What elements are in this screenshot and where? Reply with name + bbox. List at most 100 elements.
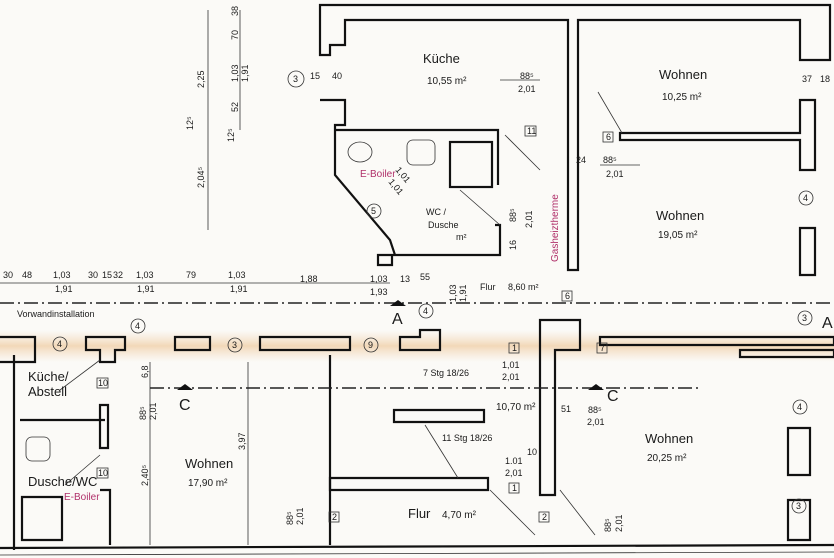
dim-text: 1.01 xyxy=(505,456,523,466)
room-kueche-abstell-line2: Abstell xyxy=(28,384,67,399)
dim-text: 1,03 xyxy=(136,270,154,280)
dimension-left-column: 38 70 1,03 1,91 2,25 52 12⁵ 12⁵ 2,04⁵ xyxy=(185,6,250,188)
circle-tag: 4 xyxy=(135,321,140,331)
section-marker-c-right: C xyxy=(607,388,619,405)
circle-tag: 3 xyxy=(796,501,801,511)
dimension-lines xyxy=(0,10,640,284)
room-flur-bottom-name: Flur xyxy=(408,506,431,521)
dim-text: 18 xyxy=(820,74,830,84)
stairs-upper-label: 7 Stg 18/26 xyxy=(423,368,469,378)
box-tag: 2 xyxy=(542,512,547,522)
room-wohnen-mid-area: 19,05 m² xyxy=(658,230,698,241)
dim-text: 13 xyxy=(400,274,410,284)
dim-text: 51 xyxy=(561,404,571,414)
dim-text: 6,8 xyxy=(140,365,150,378)
room-wc-line2: Dusche xyxy=(428,220,459,230)
room-wc-area: m² xyxy=(456,232,467,242)
dim-text: 2,25 xyxy=(196,70,206,88)
dim-text: 24 xyxy=(576,155,586,165)
dim-text: 40 xyxy=(332,71,342,81)
vorwandinstallation-label: Vorwandinstallation xyxy=(17,309,95,319)
stairs-lower-label: 11 Stg 18/26 xyxy=(442,433,492,443)
circle-tag: 3 xyxy=(232,340,237,350)
box-tags: 11 6 6 1 7 10 10 1 2 2 2 xyxy=(96,125,614,523)
dim-text: 1,91 xyxy=(240,64,250,82)
box-tag: 6 xyxy=(606,132,611,142)
circle-tag: 3 xyxy=(802,313,807,323)
dimension-stairs: 1,01 2,01 1.01 2,01 10 51 88⁵ 2,01 88⁵ 2… xyxy=(502,360,624,532)
dim-text: 38 xyxy=(230,6,240,16)
circle-tag: 3 xyxy=(293,74,298,84)
dim-text: 88⁵ xyxy=(603,155,617,165)
box-tag: 2 xyxy=(332,512,337,522)
box-tag: 6 xyxy=(565,291,570,301)
dim-text: 1,03 xyxy=(448,284,458,302)
circle-tag: 9 xyxy=(368,340,373,350)
dimension-flur: 1,03 1,91 xyxy=(448,284,468,302)
dim-text: 2,40⁵ xyxy=(140,464,150,486)
dim-text: 1,03 xyxy=(228,270,246,280)
dim-text: 3,97 xyxy=(237,432,247,450)
room-wohnen-bottom-right-area: 20,25 m² xyxy=(647,453,687,464)
dim-text: 1,03 xyxy=(230,64,240,82)
dim-text: 79 xyxy=(186,270,196,280)
dim-text: 48 xyxy=(22,270,32,280)
dim-text: 2,01 xyxy=(505,468,523,478)
dim-text: 2,01 xyxy=(524,210,534,228)
dim-text: 1,91 xyxy=(55,284,73,294)
dim-text: 10 xyxy=(527,447,537,457)
room-kueche-name: Küche xyxy=(423,51,460,66)
dim-text: 2,01 xyxy=(148,402,158,420)
circle-tag: 4 xyxy=(423,306,428,316)
dim-text: 52 xyxy=(230,102,240,112)
room-wohnen-top-name: Wohnen xyxy=(659,67,707,82)
room-stair-hall-area: 10,70 m² xyxy=(496,402,536,413)
section-marker-a-right: A xyxy=(822,315,833,332)
room-kueche-abstell-line1: Küche/ xyxy=(28,369,69,384)
dim-text: 2,04⁵ xyxy=(196,166,206,188)
lower-walls xyxy=(0,318,834,556)
circle-tag: 4 xyxy=(57,339,62,349)
circle-tag: 4 xyxy=(803,193,808,203)
section-marker-a-left: A xyxy=(392,311,403,328)
dim-text: 55 xyxy=(420,272,430,282)
dim-text: 70 xyxy=(230,30,240,40)
room-wc-line1: WC / xyxy=(426,207,446,217)
dimension-kueche: 15 40 88⁵ 2,01 xyxy=(310,71,536,94)
dim-text: 1,91 xyxy=(458,284,468,302)
gasheiztherme-label: Gasheiztherme xyxy=(550,194,561,262)
room-wohnen-mid-name: Wohnen xyxy=(656,208,704,223)
dim-text: 12⁵ xyxy=(185,116,195,130)
dimension-right: 24 88⁵ 2,01 37 18 xyxy=(576,74,830,179)
dim-text: 88⁵ xyxy=(603,518,613,532)
box-tag: 7 xyxy=(600,343,605,353)
dim-text: 1,03 xyxy=(370,274,388,284)
dimension-top-row: 30 48 1,03 30 15 32 1,03 79 1,03 1,88 1,… xyxy=(3,270,430,297)
dim-text: 2,01 xyxy=(587,417,605,427)
room-wohnen-top-area: 10,25 m² xyxy=(662,92,702,103)
e-boiler-top-label: E-Boiler xyxy=(360,169,396,180)
dim-text: 2,01 xyxy=(606,169,624,179)
box-tag: 10 xyxy=(98,378,108,388)
dim-text: 2,01 xyxy=(502,372,520,382)
box-tag: 10 xyxy=(98,468,108,478)
box-tag: 1 xyxy=(512,343,517,353)
dim-text: 37 xyxy=(802,74,812,84)
section-arrow-a-left xyxy=(390,300,406,306)
room-wohnen-left-name: Wohnen xyxy=(185,456,233,471)
dim-text: 32 xyxy=(113,270,123,280)
e-boiler-bottom-label: E-Boiler xyxy=(64,492,100,503)
dim-text: 30 xyxy=(3,270,13,280)
dim-text: 1,88 xyxy=(300,274,318,284)
dim-text: 88⁵ xyxy=(508,208,518,222)
dim-text: 30 xyxy=(88,270,98,280)
room-kueche-area: 10,55 m² xyxy=(427,76,467,87)
section-arrow-c-right xyxy=(588,384,604,390)
dim-text: 88⁵ xyxy=(588,405,602,415)
circle-tags: 3 5 4 4 4 3 9 4 3 4 3 xyxy=(52,70,814,514)
circle-tag: 4 xyxy=(797,402,802,412)
circle-tag: 5 xyxy=(371,206,376,216)
dim-text: 1,91 xyxy=(137,284,155,294)
room-flur-bottom-area: 4,70 m² xyxy=(442,510,477,521)
